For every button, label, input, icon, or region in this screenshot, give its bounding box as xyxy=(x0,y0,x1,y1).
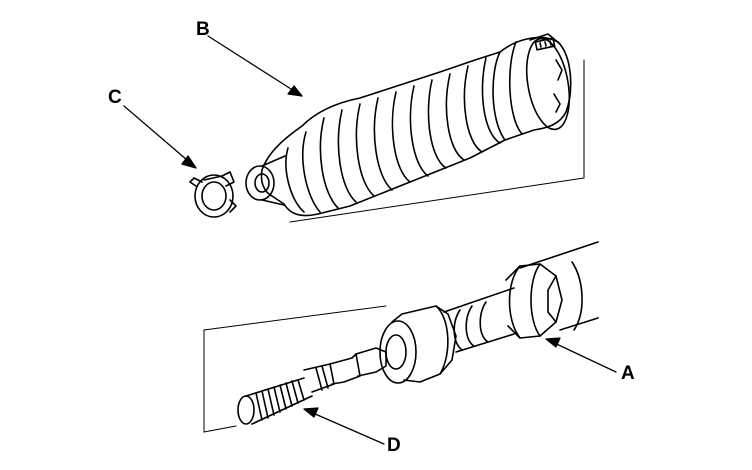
rack-housing-stop-ring-icon xyxy=(505,263,563,339)
rack-housing-icon xyxy=(519,241,599,331)
callout-label-b: B xyxy=(196,19,210,40)
arrowhead-b xyxy=(287,85,303,97)
arrowhead-c xyxy=(181,155,197,169)
leader-a xyxy=(547,339,617,373)
leader-d xyxy=(305,409,385,445)
callout-label-d: D xyxy=(387,435,401,456)
leader-c xyxy=(123,105,195,167)
boot-band-clamp-icon xyxy=(189,171,237,218)
arrowhead-a xyxy=(545,337,561,348)
callout-label-a: A xyxy=(621,363,635,384)
callout-label-c: C xyxy=(108,87,122,108)
leader-b xyxy=(207,35,303,97)
leader-arrows xyxy=(123,35,617,445)
arrowhead-d xyxy=(303,407,319,418)
alignment-lines xyxy=(203,59,585,433)
steering-boot-bellows-icon xyxy=(245,33,572,217)
tie-rod-threaded-end-icon xyxy=(237,287,515,425)
